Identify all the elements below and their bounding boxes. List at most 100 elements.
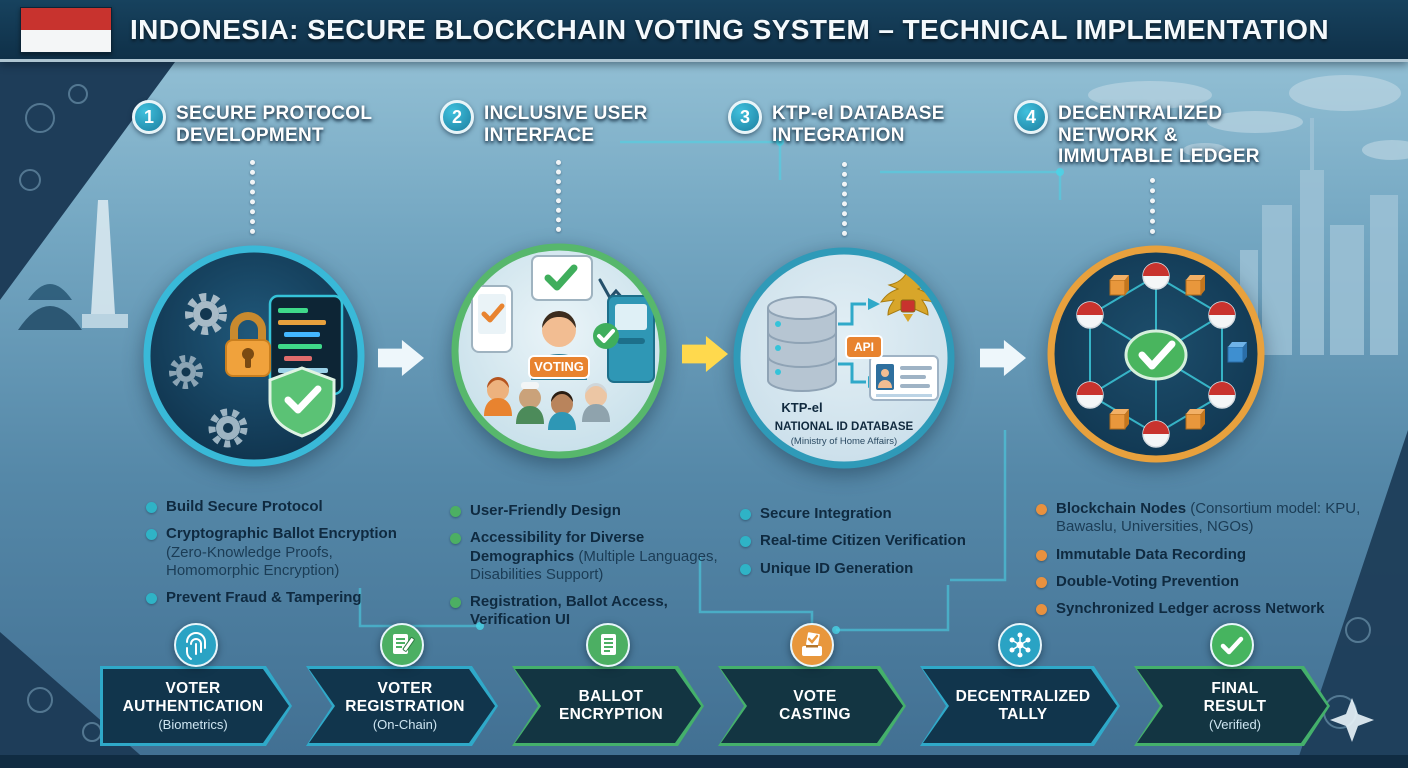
header-bar: INDONESIA: SECURE BLOCKCHAIN VOTING SYST…: [0, 0, 1408, 62]
sparkle-decoration: [1330, 698, 1374, 742]
person-figure: [548, 391, 576, 430]
dotted-connector: [556, 160, 561, 232]
national-id-database-label: NATIONAL ID DATABASE: [775, 421, 914, 433]
bullet-item: Prevent Fraud & Tampering: [146, 589, 414, 607]
person-figure: [516, 382, 544, 424]
padlock-icon: [225, 312, 271, 377]
gear-icon: [185, 293, 227, 335]
bullet-item: Double-Voting Prevention: [1036, 573, 1378, 591]
check-badge-icon: [593, 323, 619, 349]
bullet-dot: [146, 593, 157, 605]
document-pencil-icon: [379, 622, 425, 673]
flag-node: [1208, 381, 1236, 409]
gear-icon: [169, 355, 203, 389]
person-figure: [582, 383, 610, 422]
person-figure: [484, 377, 512, 416]
fingerprint-icon: [173, 622, 219, 673]
step-4-title: DECENTRALIZED NETWORK & IMMUTABLE LEDGER: [1058, 103, 1260, 168]
tablet-icon: [531, 255, 626, 302]
bullet-dot: [1036, 504, 1047, 515]
code-window: [268, 294, 344, 396]
step-4-header: 4 DECENTRALIZED NETWORK & IMMUTABLE LEDG…: [1014, 100, 1354, 168]
bullet-item: Immutable Data Recording: [1036, 546, 1378, 564]
bullet-item: Secure Integration: [740, 505, 1002, 523]
document-icon: [585, 622, 631, 673]
shield-check-icon: [268, 366, 336, 438]
flow-arrow-icon: [378, 340, 424, 376]
step-1-header: 1 SECURE PROTOCOL DEVELOPMENT: [132, 100, 417, 146]
center-check: [1124, 329, 1188, 381]
step-2-bullets: User-Friendly Design Accessibility for D…: [450, 502, 722, 630]
ballot-box-icon: [789, 622, 835, 673]
flag-node: [1076, 381, 1104, 409]
voting-label: VOTING: [534, 359, 584, 374]
bullet-dot: [450, 506, 461, 517]
bullet-dot: [740, 536, 751, 548]
monument-left: [18, 200, 128, 330]
dotted-connector: [842, 162, 847, 236]
bullet-item: Cryptographic Ballot Encryption (Zero-Kn…: [146, 525, 414, 580]
step-3-header: 3 KTP-el DATABASE INTEGRATION: [728, 100, 998, 146]
arrow-head: [868, 298, 880, 310]
step-3-title: KTP-el DATABASE INTEGRATION: [772, 103, 945, 146]
check-icon: [1209, 622, 1255, 673]
cube-icon: [1109, 275, 1129, 296]
bullet-item: Accessibility for Diverse Demographics (…: [450, 529, 722, 584]
bullet-dot: [1036, 549, 1047, 561]
ministry-label: (Ministry of Home Affairs): [791, 436, 897, 447]
bullet-dot: [450, 533, 461, 545]
voting-badge: VOTING: [528, 355, 590, 379]
step-4-badge: 4: [1014, 100, 1048, 134]
illustration-decentralized-network: [1044, 242, 1268, 471]
api-badge: API: [845, 335, 883, 359]
api-label: API: [854, 340, 874, 354]
flow-step-label: VOTER AUTHENTICATION (Biometrics): [122, 680, 264, 732]
flow-step-ballot-encryption: BALLOT ENCRYPTION: [512, 622, 704, 754]
bullet-item: Build Secure Protocol: [146, 498, 414, 516]
garuda-emblem: [879, 268, 937, 322]
step-1-badge: 1: [132, 100, 166, 134]
cube-icon: [1227, 342, 1247, 363]
bottom-border-strip: [0, 755, 1408, 768]
flow-step-label: DECENTRALIZED TALLY: [955, 687, 1091, 723]
bullet-item: User-Friendly Design: [450, 502, 722, 520]
step-1-title: SECURE PROTOCOL DEVELOPMENT: [176, 103, 373, 146]
step-3-badge: 3: [728, 100, 762, 134]
cube-icon: [1109, 409, 1129, 430]
dotted-connector: [1150, 178, 1155, 234]
network-diagram: [1076, 262, 1247, 448]
bullet-dot: [1036, 576, 1047, 588]
illustration-inclusive-ui: VOTING: [448, 240, 670, 467]
bullet-item: Blockchain Nodes (Consortium model: KPU,…: [1036, 500, 1378, 537]
flow-step-voter-authentication: VOTER AUTHENTICATION (Biometrics): [100, 622, 292, 754]
bullet-item: Unique ID Generation: [740, 560, 1002, 578]
bullet-dot: [146, 502, 157, 513]
step-2-badge: 2: [440, 100, 474, 134]
cube-icon: [1185, 275, 1205, 296]
page-title: INDONESIA: SECURE BLOCKCHAIN VOTING SYST…: [130, 13, 1329, 45]
flow-arrow-icon: [682, 336, 728, 372]
step-1-bullets: Build Secure Protocol Cryptographic Ball…: [146, 498, 414, 607]
flag-node: [1142, 420, 1170, 448]
flow-step-final-result: FINAL RESULT (Verified): [1134, 622, 1330, 754]
flag-node: [1076, 301, 1104, 329]
step-3-bullets: Secure Integration Real-time Citizen Ver…: [740, 505, 1002, 578]
dotted-connector: [250, 160, 255, 234]
illustration-database-integration: API KTP-el NATIONAL ID DATABASE (Ministr…: [730, 244, 958, 477]
flag-node: [1142, 262, 1170, 290]
flow-arrow-icon: [980, 340, 1026, 376]
bullet-dot: [740, 563, 751, 575]
bullet-dot: [146, 529, 157, 541]
bullet-dot: [740, 509, 751, 520]
flow-step-voter-registration: VOTER REGISTRATION (On-Chain): [306, 622, 498, 754]
step-2-header: 2 INCLUSIVE USER INTERFACE: [440, 100, 710, 146]
flow-step-vote-casting: VOTE CASTING: [718, 622, 906, 754]
step-4-bullets: Blockchain Nodes (Consortium model: KPU,…: [1036, 500, 1378, 618]
bullet-dot: [450, 597, 461, 609]
bullet-item: Real-time Citizen Verification: [740, 532, 1002, 550]
ktp-el-label: KTP-el: [781, 400, 822, 415]
bullet-dot: [1036, 604, 1047, 616]
flow-step-label: VOTER REGISTRATION (On-Chain): [345, 680, 465, 732]
integration-arrows: [838, 302, 866, 384]
